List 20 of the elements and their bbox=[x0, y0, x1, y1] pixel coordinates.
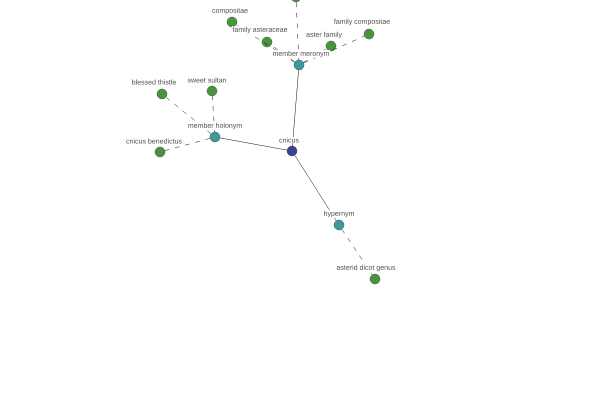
graph-node bbox=[294, 60, 304, 70]
connector bbox=[296, 2, 299, 60]
graph-node bbox=[364, 28, 374, 40]
connector bbox=[294, 155, 336, 221]
graph-node bbox=[156, 88, 168, 100]
connector bbox=[292, 70, 299, 146]
graph-node bbox=[370, 274, 380, 284]
graph-node bbox=[226, 16, 238, 28]
connector bbox=[166, 97, 212, 134]
graph-node bbox=[326, 40, 336, 52]
connector bbox=[220, 138, 288, 150]
graph-node bbox=[210, 132, 220, 142]
connector bbox=[164, 138, 210, 151]
graph-node bbox=[290, 0, 302, 2]
graph-node bbox=[334, 220, 344, 230]
connector bbox=[342, 229, 372, 275]
graph-node bbox=[286, 146, 298, 156]
graph-node bbox=[206, 86, 218, 96]
graph-node bbox=[154, 146, 166, 158]
graph-node bbox=[262, 36, 272, 48]
